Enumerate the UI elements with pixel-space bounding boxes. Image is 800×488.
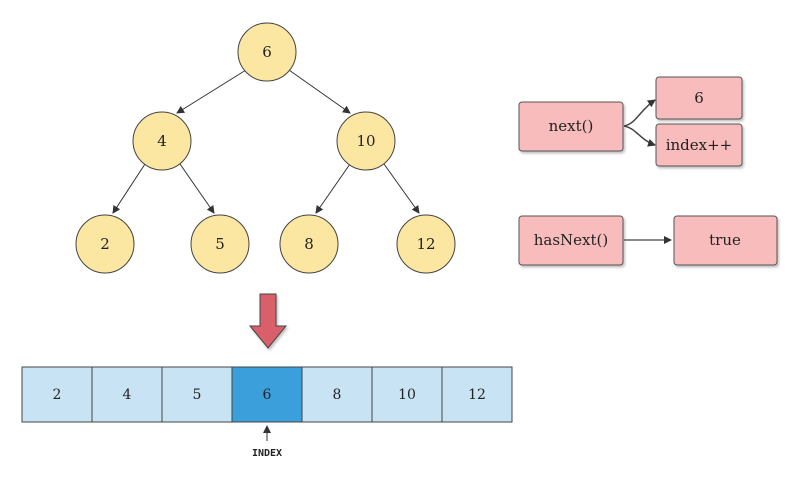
array-cell-label: 6 bbox=[263, 387, 272, 403]
has-next-result-label: true bbox=[709, 231, 741, 249]
has-next-box bbox=[518, 215, 624, 266]
next-value-box bbox=[655, 76, 743, 120]
index-pointer: INDEX bbox=[252, 425, 282, 459]
has-next-label: hasNext() bbox=[534, 231, 609, 249]
tree-node-right-left-label: 8 bbox=[304, 235, 314, 253]
next-to-action-connector bbox=[623, 125, 656, 147]
edge-root-left bbox=[176, 69, 247, 114]
array-cell: 8 bbox=[301, 366, 373, 423]
array-cell-highlighted: 6 bbox=[231, 366, 303, 423]
edge-left-right bbox=[179, 163, 215, 214]
index-pointer-label: INDEX bbox=[252, 448, 282, 459]
array-cell: 12 bbox=[441, 366, 513, 423]
tree-nodes: 6 4 10 2 5 8 12 bbox=[75, 22, 456, 274]
next-box bbox=[518, 101, 624, 152]
edge-right-right bbox=[383, 163, 420, 214]
array-cell: 2 bbox=[21, 366, 93, 423]
tree-node-left-left-label: 2 bbox=[100, 235, 110, 253]
tree-node-right-label: 10 bbox=[356, 132, 375, 150]
edge-root-right bbox=[288, 69, 351, 114]
array-cell-label: 2 bbox=[53, 387, 62, 403]
has-next-result-box bbox=[673, 215, 778, 266]
tree-node-left-left: 2 bbox=[75, 214, 135, 274]
next-value-label: 6 bbox=[694, 89, 704, 107]
next-action-box bbox=[655, 123, 743, 167]
array-cell-label: 10 bbox=[398, 387, 416, 403]
next-to-value-connector bbox=[623, 99, 656, 127]
tree-node-left: 4 bbox=[132, 111, 192, 171]
tree-node-left-right-label: 5 bbox=[215, 235, 225, 253]
next-action-label: index++ bbox=[666, 136, 733, 154]
array-cell-label: 12 bbox=[468, 387, 486, 403]
down-arrow-icon bbox=[248, 293, 288, 349]
edge-right-left bbox=[315, 163, 351, 214]
next-label: next() bbox=[549, 117, 594, 135]
next-operation: next() 6 index++ bbox=[518, 76, 743, 167]
tree-node-right-left: 8 bbox=[279, 214, 339, 274]
tree-node-left-right: 5 bbox=[190, 214, 250, 274]
array-cell: 4 bbox=[91, 366, 163, 423]
array-cell-label: 8 bbox=[333, 387, 342, 403]
array-cell-label: 4 bbox=[123, 387, 132, 403]
array-cell: 5 bbox=[161, 366, 233, 423]
tree-node-right-right-label: 12 bbox=[416, 235, 435, 253]
array: 2 4 5 6 8 10 12 bbox=[21, 366, 513, 423]
edge-left-left bbox=[112, 163, 146, 214]
tree-node-left-label: 4 bbox=[157, 132, 167, 150]
tree-node-right-right: 12 bbox=[396, 214, 456, 274]
tree-node-root-label: 6 bbox=[262, 43, 272, 61]
array-cell-label: 5 bbox=[193, 387, 202, 403]
array-cell: 10 bbox=[371, 366, 443, 423]
tree-node-right: 10 bbox=[336, 111, 396, 171]
has-next-operation: hasNext() true bbox=[518, 215, 778, 266]
tree-node-root: 6 bbox=[237, 22, 297, 82]
tree-edges bbox=[112, 69, 420, 214]
